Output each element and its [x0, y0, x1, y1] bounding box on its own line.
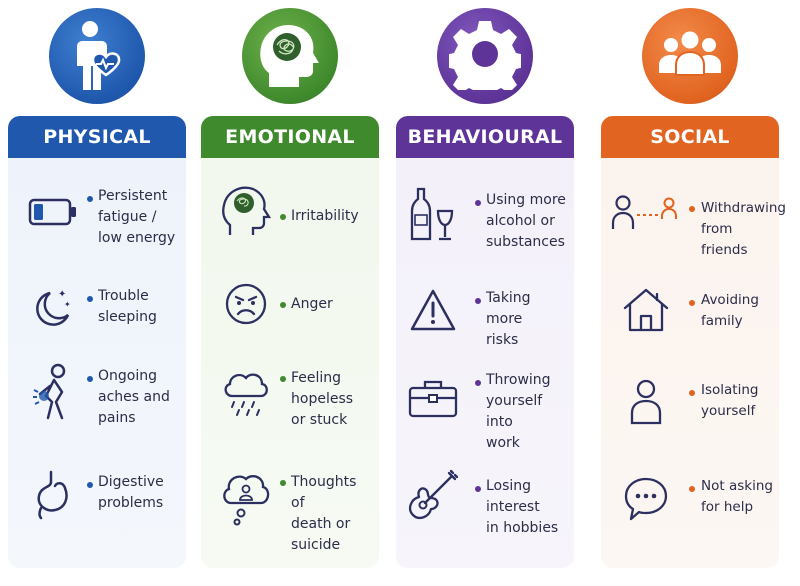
briefcase-icon — [402, 366, 464, 430]
bullet-dot — [280, 214, 286, 220]
head-scribble-icon — [215, 176, 277, 240]
emotional-header: EMOTIONAL — [201, 116, 379, 158]
bullet-dot — [475, 298, 481, 304]
bullet-dot — [689, 300, 695, 306]
emotional-panel: Irritability Anger Feeling hopeless or s… — [201, 158, 379, 568]
item-text: Anger — [291, 296, 333, 312]
behavioural-badge — [437, 8, 533, 104]
item-text: Persistent fatigue / low energy — [98, 188, 176, 246]
list-item: Isolating yourself — [601, 379, 779, 460]
item-text: Feeling hopeless or stuck — [291, 370, 354, 428]
item-text: Throwing yourself into work — [486, 372, 551, 451]
angry-face-icon — [215, 272, 277, 336]
bullet-dot — [689, 206, 695, 212]
svg-text:✦: ✦ — [58, 289, 66, 300]
svg-text:✦: ✦ — [64, 300, 71, 309]
behavioural-header: BEHAVIOURAL — [396, 116, 574, 158]
list-item: ✦✦ Trouble sleeping — [8, 286, 186, 366]
gear-icon — [445, 18, 525, 101]
warning-icon — [402, 278, 464, 342]
column-emotional: EMOTIONAL Irritability Anger Feeling hop… — [201, 0, 379, 568]
people-apart-icon — [607, 180, 687, 244]
social-panel: Withdrawing from friends Avoiding family… — [601, 158, 786, 568]
stomach-icon — [22, 462, 84, 526]
group-icon — [657, 29, 723, 83]
column-physical: PHYSICAL Persistent fatigue / low energy… — [8, 0, 186, 568]
item-text: Trouble sleeping — [98, 288, 157, 325]
behavioural-title: BEHAVIOURAL — [407, 126, 563, 148]
bullet-dot — [280, 376, 286, 382]
physical-panel: Persistent fatigue / low energy ✦✦ Troub… — [8, 158, 186, 568]
single-person-icon — [615, 370, 677, 434]
list-item: Losing interest in hobbies — [396, 469, 574, 556]
list-item: Digestive problems — [8, 470, 186, 552]
rain-cloud-icon — [215, 360, 277, 424]
list-item: Withdrawing from friends — [601, 195, 786, 278]
low-battery-icon — [22, 180, 84, 244]
list-item: Using more alcohol or substances — [396, 187, 574, 270]
list-item: Throwing yourself into work — [396, 370, 574, 451]
item-text: Irritability — [291, 208, 359, 224]
physical-header: PHYSICAL — [8, 116, 186, 158]
bullet-dot — [87, 482, 93, 488]
physical-badge — [49, 8, 145, 104]
bullet-dot — [87, 376, 93, 382]
list-item: Taking more risks — [396, 288, 574, 368]
list-item: Not asking for help — [601, 476, 779, 556]
item-text: Thoughts of death or suicide — [291, 474, 357, 553]
bullet-dot — [689, 390, 695, 396]
emotional-badge — [242, 8, 338, 104]
item-text: Digestive problems — [98, 474, 164, 511]
list-item: Irritability — [201, 186, 379, 286]
physical-title: PHYSICAL — [43, 126, 151, 148]
list-item: Ongoing aches and pains — [8, 363, 186, 446]
house-icon — [615, 278, 677, 342]
bullet-dot — [87, 296, 93, 302]
social-header: SOCIAL — [601, 116, 779, 158]
head-tangled-thoughts-icon — [255, 17, 325, 95]
list-item: Thoughts of death or suicide — [201, 472, 379, 553]
item-text: Withdrawing from friends — [701, 200, 786, 258]
person-heart-icon — [62, 17, 132, 95]
list-item: Anger — [201, 283, 379, 374]
bullet-dot — [475, 380, 481, 386]
column-behavioural: BEHAVIOURAL Using more alcohol or substa… — [396, 0, 574, 568]
social-title: SOCIAL — [650, 126, 730, 148]
column-social: SOCIAL Withdrawing from friends Avoiding… — [601, 0, 786, 568]
bullet-dot — [280, 302, 286, 308]
bullet-dot — [87, 196, 93, 202]
bullet-dot — [280, 480, 286, 486]
back-pain-icon — [22, 360, 84, 424]
list-item: Avoiding family — [601, 288, 779, 370]
bottle-glass-icon — [402, 182, 464, 246]
item-text: Avoiding family — [701, 292, 759, 329]
speech-bubble-icon — [615, 466, 677, 530]
moon-stars-icon: ✦✦ — [22, 276, 84, 340]
item-text: Isolating yourself — [701, 382, 759, 419]
social-badge — [642, 8, 738, 104]
list-item: Feeling hopeless or stuck — [201, 368, 379, 448]
item-text: Losing interest in hobbies — [486, 478, 559, 536]
item-text: Taking more risks — [486, 290, 531, 348]
item-text: Using more alcohol or substances — [486, 192, 566, 250]
item-text: Ongoing aches and pains — [98, 368, 170, 426]
item-text: Not asking for help — [701, 478, 773, 515]
bullet-dot — [689, 486, 695, 492]
bullet-dot — [475, 486, 481, 492]
list-item: Persistent fatigue / low energy — [8, 186, 186, 266]
bullet-dot — [475, 200, 481, 206]
thought-bubble-person-icon — [215, 466, 277, 530]
behavioural-panel: Using more alcohol or substances Taking … — [396, 158, 574, 568]
emotional-title: EMOTIONAL — [225, 126, 355, 148]
guitar-icon — [402, 464, 464, 528]
